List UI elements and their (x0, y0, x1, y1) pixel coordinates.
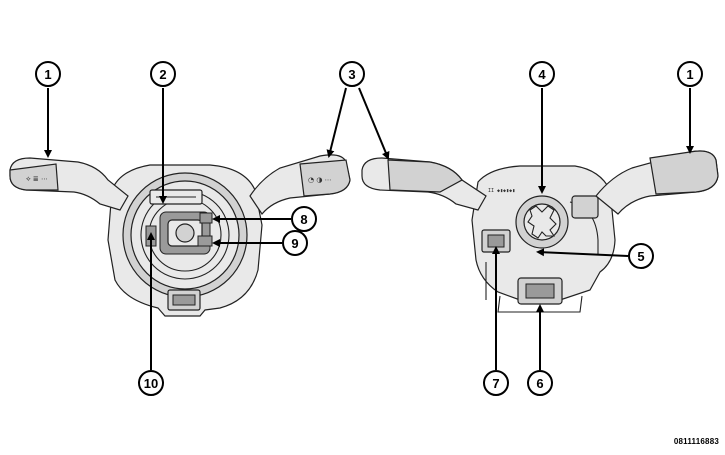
callout-left-2: 2 (150, 61, 176, 87)
svg-text:⟡ ≣ ⋯: ⟡ ≣ ⋯ (26, 175, 48, 183)
callout-number: 5 (637, 249, 644, 264)
svg-text:◔ ◑ ⋯: ◔ ◑ ⋯ (308, 176, 332, 184)
callout-right-1: 1 (677, 61, 703, 87)
callout-9: 9 (282, 230, 308, 256)
callout-number: 2 (159, 67, 166, 82)
callout-8: 8 (291, 206, 317, 232)
svg-text:II ◆▮◆▮◆▮: II ◆▮◆▮◆▮ (488, 188, 515, 194)
figure-code: 0811116883 (673, 437, 719, 446)
callout-left-1: 1 (35, 61, 61, 87)
callout-number: 9 (291, 236, 298, 251)
connector-8-part (199, 212, 213, 224)
callout-number: 1 (686, 67, 693, 82)
callout-number: 10 (144, 376, 158, 391)
callout-10: 10 (138, 370, 164, 396)
callout-number: 7 (492, 376, 499, 391)
left-assembly: ⟡ ≣ ⋯ ◔ ◑ ⋯ (9, 154, 351, 317)
callout-number: 3 (348, 67, 355, 82)
callout-number: 6 (536, 376, 543, 391)
callout-5: 5 (628, 243, 654, 269)
right-assembly: II ◆▮◆▮◆▮ (361, 150, 719, 313)
callout-7: 7 (483, 370, 509, 396)
callout-4: 4 (529, 61, 555, 87)
callout-number: 4 (538, 67, 546, 82)
callout-3: 3 (339, 61, 365, 87)
callout-6: 6 (527, 370, 553, 396)
connector-9-part (197, 235, 213, 247)
callout-number: 8 (300, 212, 307, 227)
callout-number: 1 (44, 67, 51, 82)
leader-lines (44, 87, 694, 370)
